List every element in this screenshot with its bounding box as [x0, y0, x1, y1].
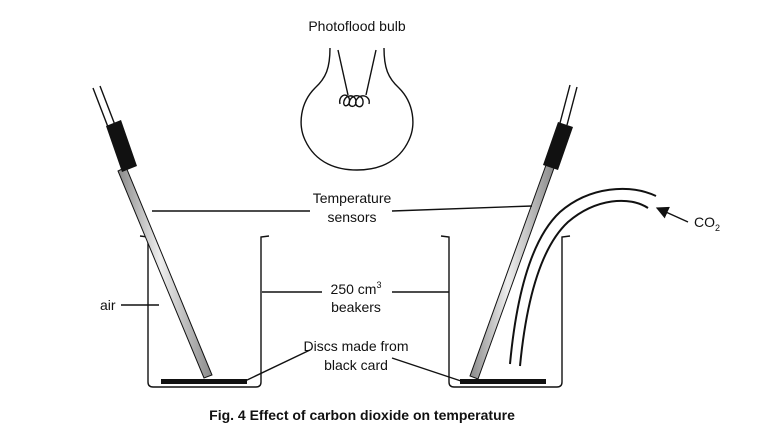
- figure-caption: Fig. 4 Effect of carbon dioxide on tempe…: [209, 407, 515, 423]
- bulb-label: Photoflood bulb: [308, 18, 406, 34]
- bulb-filament-supports: [337, 49, 377, 96]
- beakers-label-line2: beakers: [331, 299, 381, 315]
- photoflood-bulb: [300, 47, 414, 171]
- left-temperature-sensor: [92, 85, 213, 379]
- right-temperature-sensor: [469, 84, 578, 380]
- sensors-label-line1: Temperature: [313, 190, 392, 206]
- left-black-card-disc: [161, 379, 247, 384]
- sensor-leader-right: [391, 205, 533, 212]
- beakers-superscript: 3: [376, 280, 381, 290]
- left-beaker: [139, 235, 270, 388]
- disc-leader-left: [244, 349, 311, 382]
- right-black-card-disc: [460, 379, 546, 384]
- air-label: air: [100, 297, 116, 313]
- disc-leader-right: [391, 357, 462, 382]
- discs-label-line2: black card: [324, 357, 388, 373]
- co2-arrow: [655, 206, 689, 223]
- co2-label: CO2: [694, 214, 720, 233]
- co2-delivery-tube: [509, 187, 657, 367]
- co2-subscript: 2: [715, 223, 720, 233]
- beakers-label-line1: 250 cm3: [331, 280, 382, 297]
- bulb-filament-coil: [338, 94, 370, 108]
- discs-label-line1: Discs made from: [303, 338, 408, 354]
- right-beaker: [440, 235, 571, 388]
- sensors-label-line2: sensors: [327, 209, 376, 225]
